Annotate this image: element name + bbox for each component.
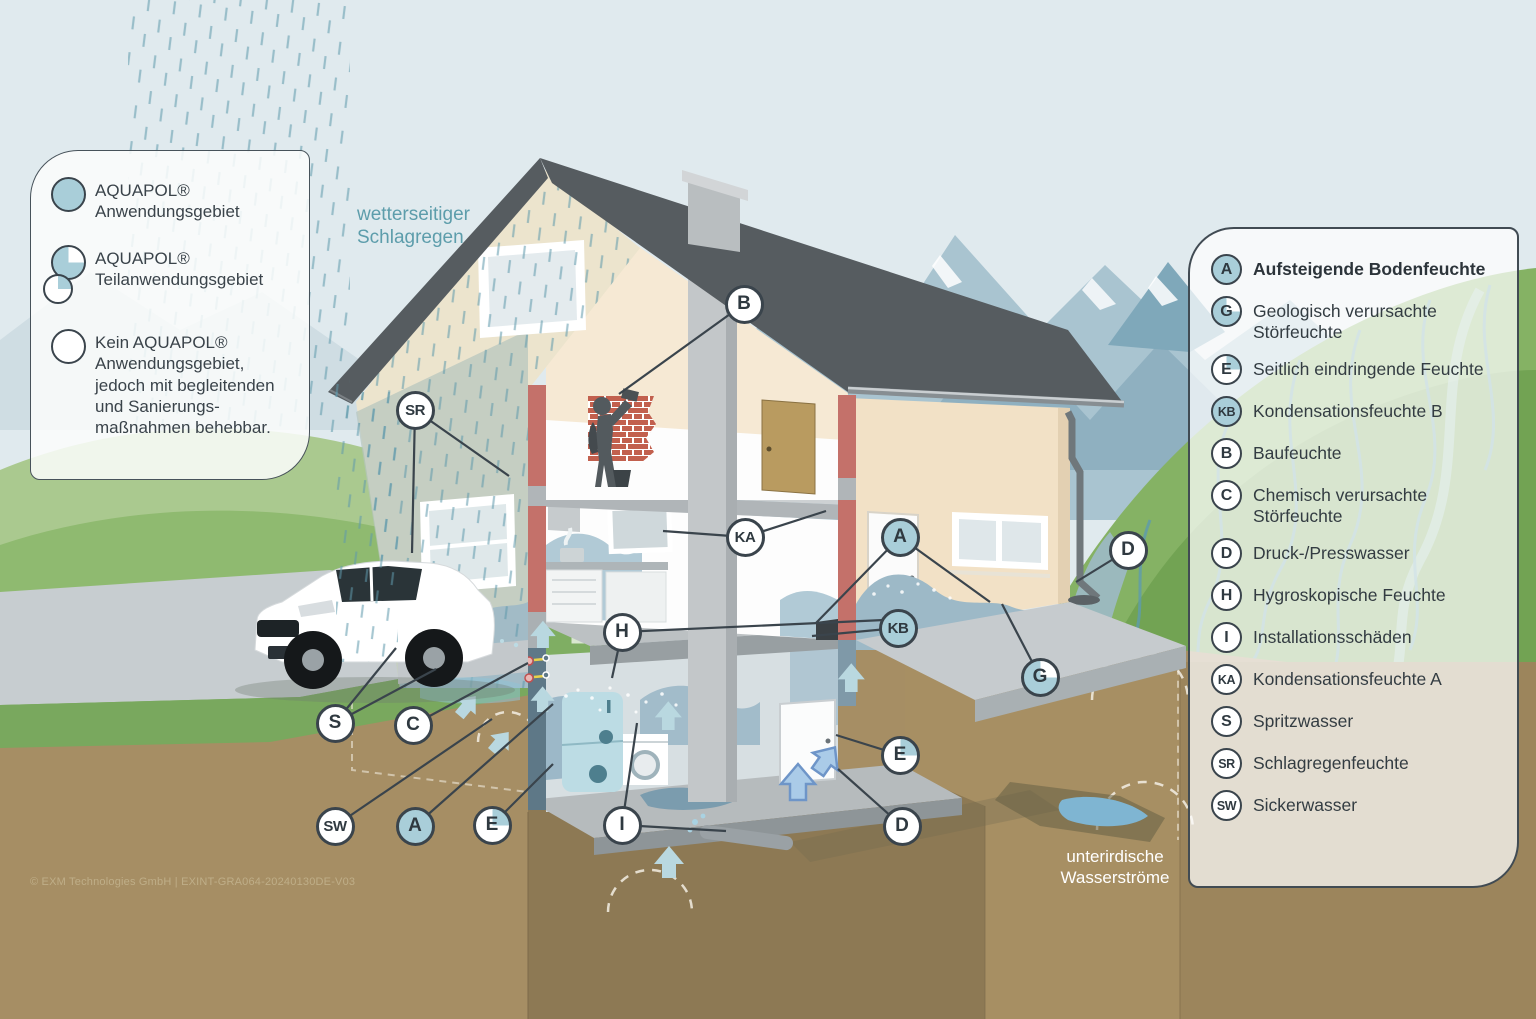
legend-circle-S-icon: S (1211, 706, 1242, 737)
legend-item-label: Spritzwasser (1253, 711, 1354, 731)
application-area-item-2: Kein AQUAPOL® Anwendungsgebiet, jedoch m… (49, 328, 295, 439)
legend-circle-D-icon: D (1211, 538, 1242, 569)
application-area-label: Kein AQUAPOL® Anwendungsgebiet, jedoch m… (95, 332, 275, 438)
legend-item-label: Druck-/Presswasser (1253, 543, 1410, 563)
legend-circle-KB-icon: KB (1211, 396, 1242, 427)
legend-item-SW: SW Sickerwasser (1211, 790, 1505, 821)
legend-item-label: Baufeuchte (1253, 443, 1342, 463)
water-arrows (450, 620, 865, 878)
legend-item-H: H Hygroskopische Feuchte (1211, 580, 1505, 611)
legend-item-label: Kondensationsfeuchte A (1253, 669, 1442, 689)
legend-item-label: Seitlich eindringende Feuchte (1253, 359, 1484, 379)
front-window (949, 512, 1051, 578)
legend-circle-A-icon: A (1211, 254, 1242, 285)
no-application-icon (51, 328, 86, 364)
legend-item-label: Chemisch verursachte Störfeuchte (1253, 485, 1428, 526)
application-area-item-0: AQUAPOL® Anwendungsgebiet (49, 177, 295, 223)
legend-item-KA: KA Kondensationsfeuchte A (1211, 664, 1505, 695)
legend-circle-E-icon: E (1211, 354, 1242, 385)
legend-circle-H-icon: H (1211, 580, 1242, 611)
legend-circle-SR-icon: SR (1211, 748, 1242, 779)
legend-item-label: Sickerwasser (1253, 795, 1358, 815)
legend-item-label: Aufsteigende Bodenfeuchte (1253, 259, 1486, 279)
application-area-item-1: AQUAPOL® Teilanwendungsgebiet (43, 244, 295, 307)
partial-application-icon-small (43, 273, 73, 304)
legend-item-B: B Baufeuchte (1211, 438, 1505, 469)
legend-item-A: A Aufsteigende Bodenfeuchte (1211, 254, 1505, 285)
wall-mirror (607, 503, 673, 555)
legend-item-label: Schlagregenfeuchte (1253, 753, 1409, 773)
legend-circle-C-icon: C (1211, 480, 1242, 511)
roof (328, 158, 1125, 408)
legend-circle-G-icon: G (1211, 296, 1242, 327)
copyright-text: © EXM Technologies GmbH | EXINT-GRA064-2… (30, 876, 356, 888)
application-area-label: AQUAPOL® Teilanwendungsgebiet (95, 248, 264, 290)
washing-machine (623, 734, 668, 785)
chimney (688, 178, 740, 252)
interior-door (761, 399, 816, 495)
legend-item-label: Kondensationsfeuchte B (1253, 401, 1443, 421)
legend-item-label: Geologisch verursachte Störfeuchte (1253, 301, 1437, 342)
legend-circle-KA-icon: KA (1211, 664, 1242, 695)
moisture-speckles (564, 686, 678, 714)
bucket (613, 470, 631, 487)
legend-circle-SW-icon: SW (1211, 790, 1242, 821)
legend-item-label: Hygroskopische Feuchte (1253, 585, 1446, 605)
application-area-label: AQUAPOL® Anwendungsgebiet (95, 181, 240, 222)
downspout (1064, 410, 1101, 605)
legend-item-I: I Installationsschäden (1211, 622, 1505, 653)
legend-item-label: Installationsschäden (1253, 627, 1412, 647)
legend-item-SR: SR Schlagregenfeuchte (1211, 748, 1505, 779)
full-application-icon (51, 177, 86, 212)
legend-circle-I-icon: I (1211, 622, 1242, 653)
underground-stream (790, 782, 1165, 862)
heating-tank (561, 692, 624, 792)
label-wetterseitiger-schlagregen: wetterseitiger Schlagregen (357, 204, 470, 249)
legend-item-G: G Geologisch verursachte Störfeuchte (1211, 296, 1505, 343)
worker-silhouette (588, 388, 639, 487)
legend-circle-B-icon: B (1211, 438, 1242, 469)
label-unterirdische-wasserstroeme: unterirdische Wasserströme (1060, 847, 1170, 888)
legend-item-S: S Spritzwasser (1211, 706, 1505, 737)
legend-item-E: E Seitlich eindringende Feuchte (1211, 354, 1505, 385)
legend-item-D: D Druck-/Presswasser (1211, 538, 1505, 569)
legend-item-C: C Chemisch verursachte Störfeuchte (1211, 480, 1505, 527)
legend-item-KB: KB Kondensationsfeuchte B (1211, 396, 1505, 427)
pillar (688, 246, 737, 802)
